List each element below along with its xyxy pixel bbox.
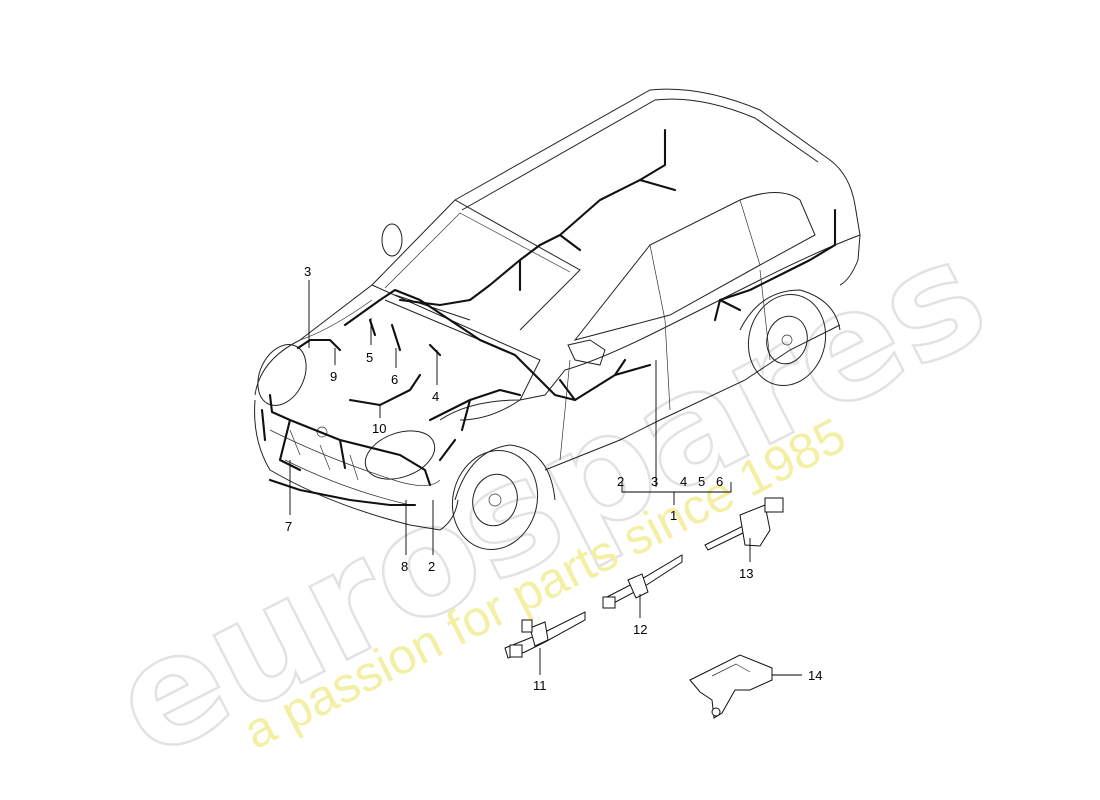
vehicle-mirror-right — [567, 339, 606, 366]
watermark: eurospares a passion for parts since 198… — [86, 205, 1013, 793]
callout-10: 10 — [372, 421, 386, 436]
callout-13: 13 — [739, 566, 753, 581]
callout-3-group: 3 — [651, 474, 658, 489]
callout-9: 9 — [330, 369, 337, 384]
callout-3: 3 — [304, 264, 311, 279]
part-13-cable-tie-with-clamp[interactable] — [704, 497, 784, 551]
callout-5: 5 — [366, 350, 373, 365]
harness-dashboard — [343, 288, 652, 402]
callout-8: 8 — [401, 559, 408, 574]
vehicle-mirror-left — [381, 223, 403, 257]
vehicle-windshield — [371, 199, 581, 331]
callout-labels: 3 9 5 6 4 10 7 8 2 2 3 4 5 6 1 11 12 13 … — [285, 264, 822, 693]
callout-7: 7 — [285, 519, 292, 534]
vehicle-wheel-rear — [739, 289, 841, 387]
callout-1: 1 — [670, 508, 677, 523]
harness-rear — [713, 208, 837, 322]
vehicle-headlight-left — [257, 344, 307, 406]
vehicle-side-windows — [573, 192, 816, 341]
callout-4-group: 4 — [680, 474, 687, 489]
callout-2: 2 — [428, 559, 435, 574]
harness-engine — [268, 318, 522, 487]
leader-lines — [289, 280, 802, 676]
callout-11: 11 — [533, 678, 547, 693]
callout-14: 14 — [808, 668, 822, 683]
callout-6: 6 — [391, 372, 398, 387]
vehicle-roof — [454, 88, 861, 236]
callout-5-group: 5 — [698, 474, 705, 489]
part-12-cable-tie-clip[interactable] — [602, 554, 683, 609]
vehicle-roof-inner — [461, 98, 819, 211]
vehicle-side — [439, 234, 861, 421]
part-11-cable-tie-holder[interactable] — [504, 611, 586, 659]
callout-2-group: 2 — [617, 474, 624, 489]
callout-6-group: 6 — [716, 474, 723, 489]
callout-4: 4 — [432, 389, 439, 404]
vehicle-headlight-right — [364, 430, 436, 480]
wiring-harnesses — [260, 128, 837, 507]
vehicle-wheel-front — [451, 444, 556, 551]
vehicle-front-bumper — [254, 399, 459, 531]
callout-12: 12 — [633, 622, 647, 637]
harness-roof — [398, 128, 677, 307]
part-14-bracket[interactable] — [689, 654, 773, 719]
watermark-logo: eurospares — [87, 206, 1011, 792]
